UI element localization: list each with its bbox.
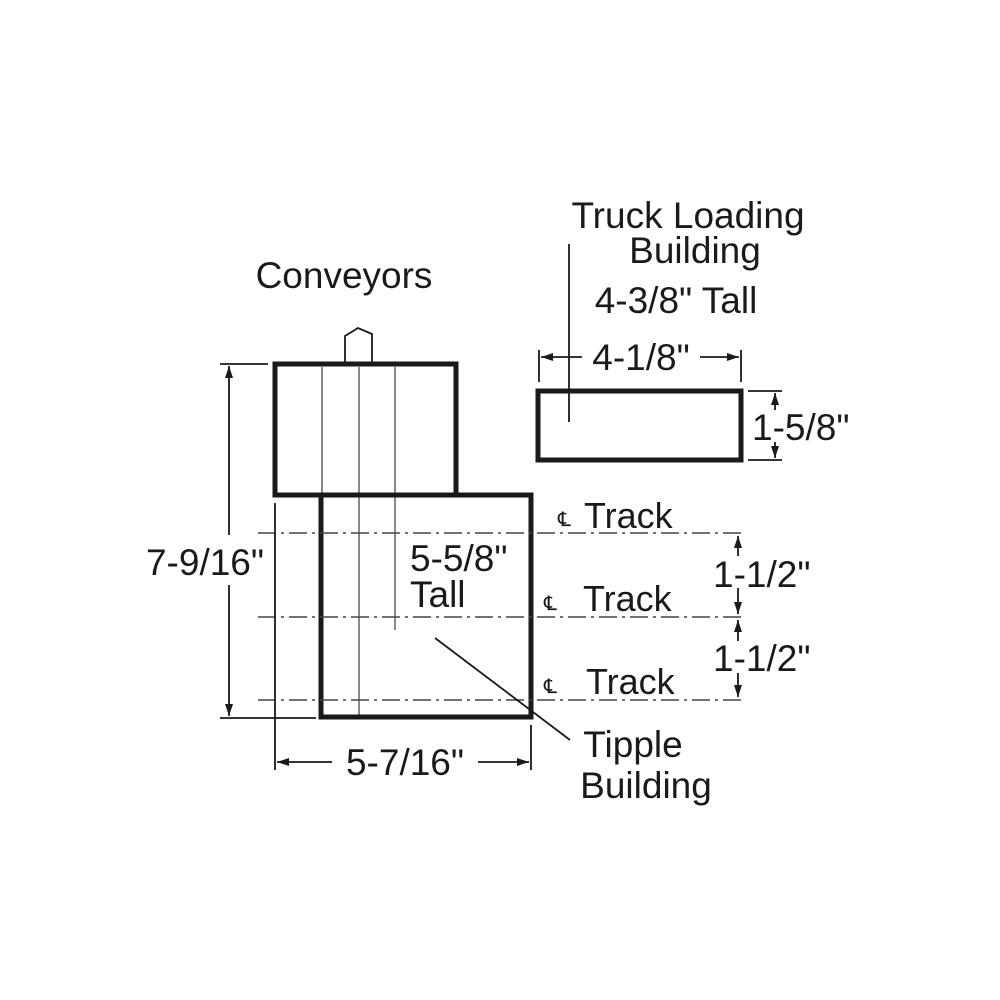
overall-depth-label: 7-9/16" <box>146 542 264 583</box>
truck-loading-building-outline <box>535 388 744 463</box>
tipple-height-label-line2: Tall <box>410 574 466 615</box>
arrowhead <box>771 446 779 458</box>
truck-loading-title-line1: Truck Loading <box>571 195 804 236</box>
tipple-height-label-line1: 5-5/8" <box>410 538 507 579</box>
track-spacing-label-1: 1-1/2" <box>713 554 810 595</box>
centerline-symbol: ℄ <box>557 509 571 531</box>
truck-depth-label: 1-5/8" <box>752 407 849 448</box>
arrowhead <box>277 758 289 766</box>
spacing-label-bg <box>728 641 750 673</box>
track-label-bg <box>540 663 692 699</box>
track-label-bg <box>553 498 685 532</box>
arrowhead <box>734 620 742 632</box>
arrowhead <box>225 704 233 716</box>
track-label-3: Track <box>586 661 676 702</box>
conveyors-label: Conveyors <box>256 255 433 296</box>
arrowhead <box>771 393 779 405</box>
arrowhead <box>517 758 529 766</box>
arrowhead <box>225 366 233 378</box>
truck-loading-title-line2: Building <box>629 230 761 271</box>
tipple-upper-block <box>272 361 459 498</box>
tipple-title-line2: Building <box>580 765 712 806</box>
arrowhead <box>541 353 553 361</box>
conveyor-stub <box>344 326 373 362</box>
track-label-1: Track <box>584 495 674 536</box>
spacing-label-bg <box>728 556 750 588</box>
overall-width-label: 5-7/16" <box>346 742 464 783</box>
arrowhead <box>734 536 742 548</box>
arrowhead <box>734 685 742 697</box>
tipple-height-label-bg <box>405 540 521 614</box>
arrowhead <box>727 353 739 361</box>
truck-depth-label-bg <box>764 410 786 442</box>
track-label-2: Track <box>583 578 673 619</box>
tipple-leader-line <box>434 637 571 741</box>
track-label-bg <box>540 580 688 616</box>
centerline-symbol: ℄ <box>543 676 557 698</box>
track-spacing-label-2: 1-1/2" <box>713 638 810 679</box>
truck-width-label: 4-1/8" <box>592 337 689 378</box>
truck-loading-height-label: 4-3/8" Tall <box>595 280 758 321</box>
arrowhead <box>734 602 742 614</box>
tipple-building-outline <box>318 492 534 720</box>
tipple-title-line1: Tipple <box>583 724 682 765</box>
centerline-symbol: ℄ <box>543 593 557 615</box>
